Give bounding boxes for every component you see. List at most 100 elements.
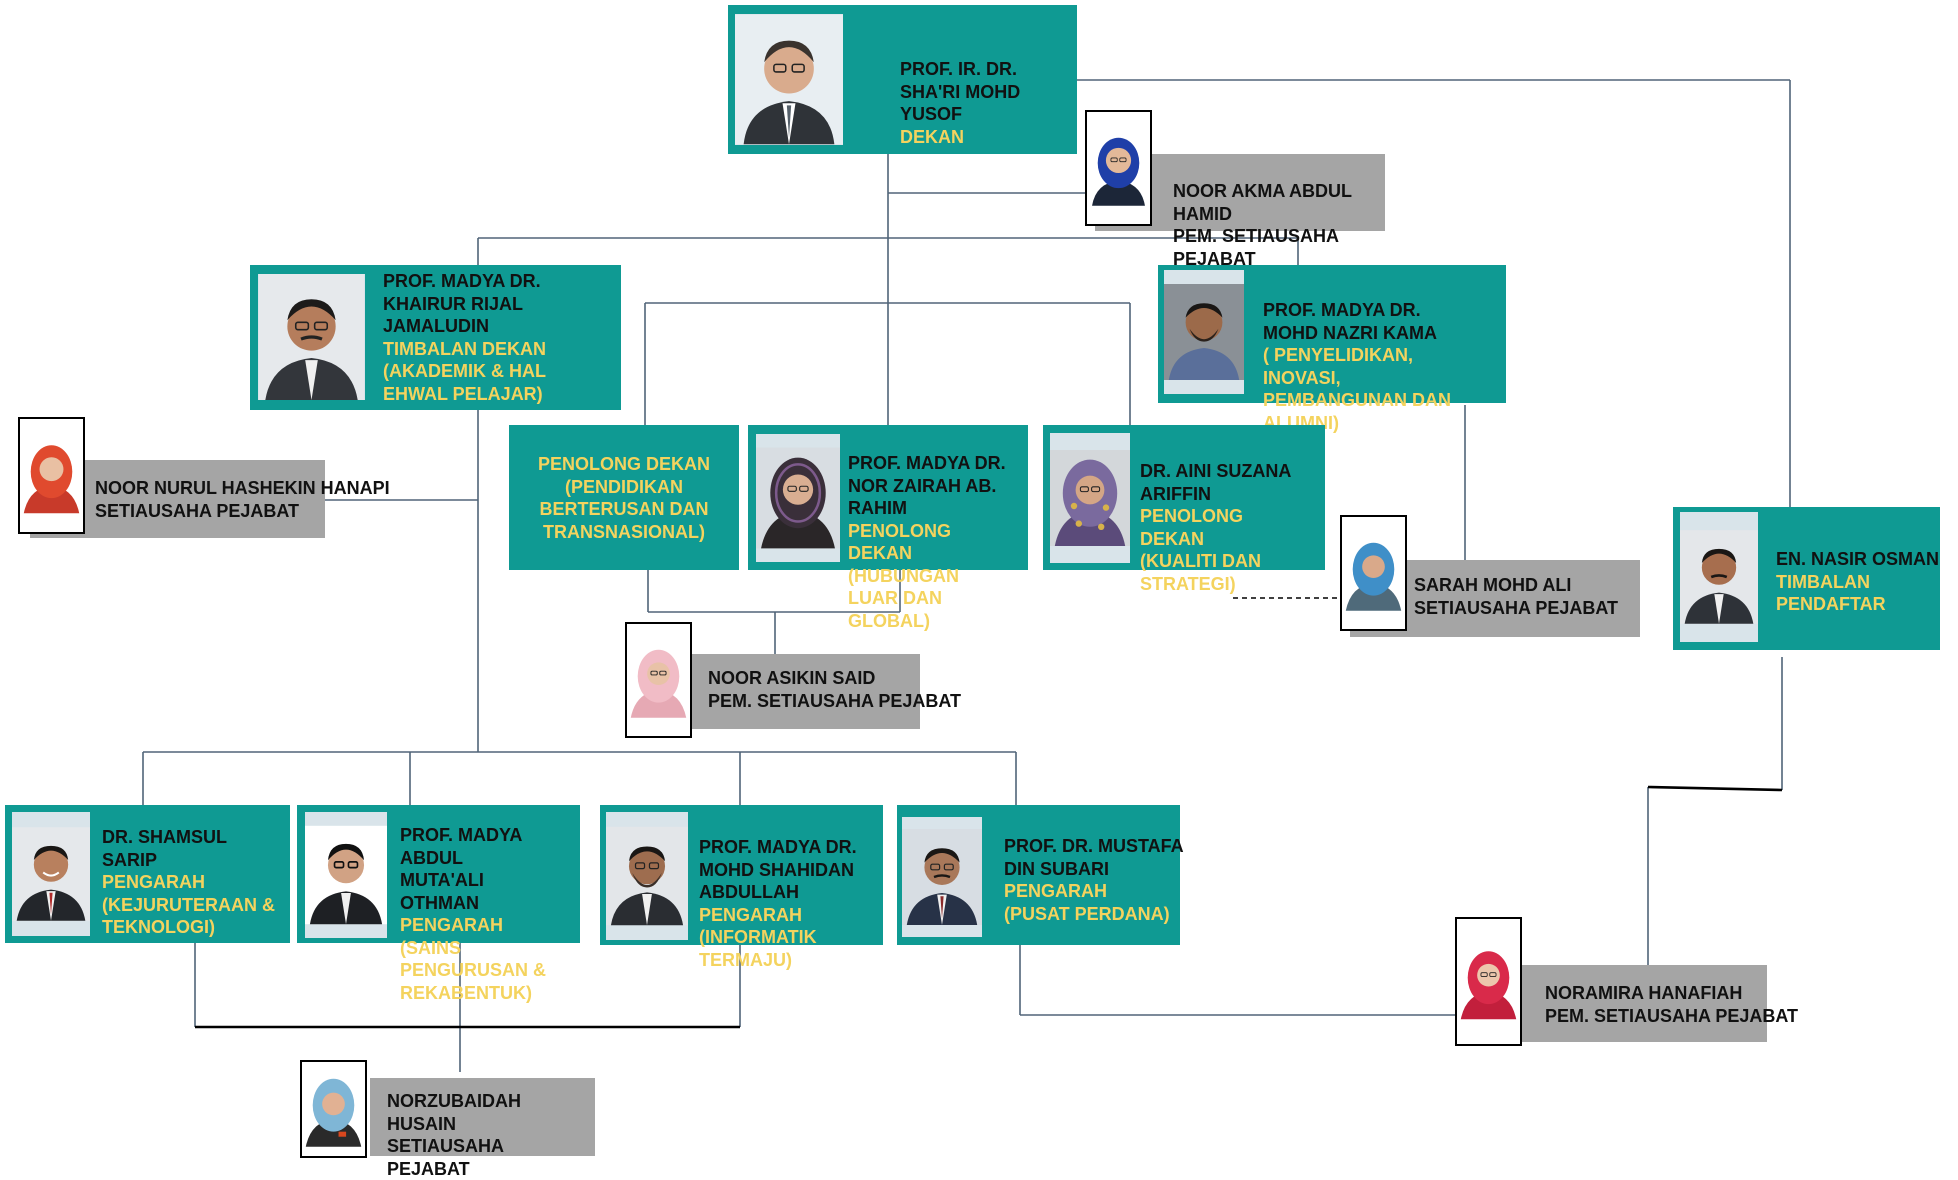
mutaali-role-line: PENGURUSAN & <box>400 959 546 982</box>
dean-name-line: PROF. IR. DR. <box>900 58 1020 81</box>
shamsul-role-line: PENGARAH <box>102 871 275 894</box>
zairah-role-line: (HUBUNGAN <box>848 565 1006 588</box>
mutaali-role-line: REKABENTUK) <box>400 982 546 1005</box>
shahidan-role-line: (INFORMATIK <box>699 926 857 949</box>
sarah-label: SARAH MOHD ALI SETIAUSAHA PEJABAT <box>1414 574 1618 619</box>
khairur-name-line: KHAIRUR RIJAL <box>383 293 546 316</box>
dean-name-line: SHA'RI MOHD <box>900 81 1020 104</box>
hashekin-photo <box>18 417 85 534</box>
mustafa-label: PROF. DR. MUSTAFA DIN SUBARI PENGARAH (P… <box>1004 835 1184 925</box>
khairur-role-line: (AKADEMIK & HAL <box>383 360 546 383</box>
shamsul-name-line: SARIP <box>102 849 275 872</box>
zairah-role-line: DEKAN <box>848 542 1006 565</box>
norzubaidah-role-line: PEJABAT <box>387 1158 521 1180</box>
noor-akma-name-line: HAMID <box>1173 203 1352 226</box>
mutaali-name-line: PROF. MADYA <box>400 824 546 847</box>
penolong-transnasional-label: PENOLONG DEKAN (PENDIDIKAN BERTERUSAN DA… <box>509 453 739 543</box>
shahidan-name-line: MOHD SHAHIDAN <box>699 859 857 882</box>
aini-photo <box>1050 433 1130 563</box>
nasir-photo <box>1680 512 1758 642</box>
aini-role-line: STRATEGI) <box>1140 573 1291 596</box>
shahidan-role-line: PENGARAH <box>699 904 857 927</box>
zairah-role-line: PENOLONG <box>848 520 1006 543</box>
penolong-transnasional-line: (PENDIDIKAN <box>509 476 739 499</box>
shamsul-role-line: TEKNOLOGI) <box>102 916 275 939</box>
noor-akma-label: NOOR AKMA ABDUL HAMID PEM. SETIAUSAHA PE… <box>1173 180 1352 270</box>
nasir-role-line: PENDAFTAR <box>1776 593 1939 616</box>
sarah-photo <box>1340 515 1407 631</box>
mutaali-role-line: (SAINS <box>400 937 546 960</box>
penolong-transnasional-line: BERTERUSAN DAN <box>509 498 739 521</box>
norzubaidah-name-line: HUSAIN <box>387 1113 521 1136</box>
norzubaidah-photo <box>300 1060 367 1158</box>
zairah-label: PROF. MADYA DR. NOR ZAIRAH AB. RAHIM PEN… <box>848 452 1006 632</box>
nazri-label: PROF. MADYA DR. MOHD NAZRI KAMA ( PENYEL… <box>1263 299 1451 434</box>
aini-role-line: PENOLONG <box>1140 505 1291 528</box>
norzubaidah-name-line: NORZUBAIDAH <box>387 1090 521 1113</box>
nasir-name-line: EN. NASIR OSMAN <box>1776 548 1939 571</box>
nasir-label: EN. NASIR OSMAN TIMBALAN PENDAFTAR <box>1776 548 1939 616</box>
khairur-name-line: PROF. MADYA DR. <box>383 270 546 293</box>
shahidan-name-line: ABDULLAH <box>699 881 857 904</box>
shamsul-label: DR. SHAMSUL SARIP PENGARAH (KEJURUTERAAN… <box>102 826 275 939</box>
zairah-name-line: RAHIM <box>848 497 1006 520</box>
zairah-role-line: GLOBAL) <box>848 610 1006 633</box>
mutaali-role-line: PENGARAH <box>400 914 546 937</box>
penolong-transnasional-line: PENOLONG DEKAN <box>509 453 739 476</box>
shahidan-label: PROF. MADYA DR. MOHD SHAHIDAN ABDULLAH P… <box>699 836 857 971</box>
sarah-name-line: SARAH MOHD ALI <box>1414 574 1618 597</box>
asikin-label: NOOR ASIKIN SAID PEM. SETIAUSAHA PEJABAT <box>708 667 961 712</box>
khairur-label: PROF. MADYA DR. KHAIRUR RIJAL JAMALUDIN … <box>383 270 546 405</box>
dean-role-line: DEKAN <box>900 126 1020 149</box>
zairah-name-line: NOR ZAIRAH AB. <box>848 475 1006 498</box>
aini-role-line: DEKAN <box>1140 528 1291 551</box>
sarah-role-line: SETIAUSAHA PEJABAT <box>1414 597 1618 620</box>
khairur-role-line: TIMBALAN DEKAN <box>383 338 546 361</box>
shamsul-role-line: (KEJURUTERAAN & <box>102 894 275 917</box>
noor-akma-role-line: PEM. SETIAUSAHA <box>1173 225 1352 248</box>
norzubaidah-label: NORZUBAIDAH HUSAIN SETIAUSAHA PEJABAT <box>387 1090 521 1180</box>
hashekin-role-line: SETIAUSAHA PEJABAT <box>95 500 390 523</box>
zairah-role-line: LUAR DAN <box>848 587 1006 610</box>
aini-role-line: (KUALITI DAN <box>1140 550 1291 573</box>
mutaali-label: PROF. MADYA ABDUL MUTA'ALI OTHMAN PENGAR… <box>400 824 546 1004</box>
norzubaidah-role-line: SETIAUSAHA <box>387 1135 521 1158</box>
mustafa-photo <box>902 817 982 937</box>
aini-name-line: ARIFFIN <box>1140 483 1291 506</box>
noramira-role-line: PEM. SETIAUSAHA PEJABAT <box>1545 1005 1798 1028</box>
aini-name-line: DR. AINI SUZANA <box>1140 460 1291 483</box>
nasir-role-line: TIMBALAN <box>1776 571 1939 594</box>
shahidan-name-line: PROF. MADYA DR. <box>699 836 857 859</box>
mutaali-photo <box>305 812 387 938</box>
nazri-photo <box>1164 270 1244 394</box>
noramira-name-line: NORAMIRA HANAFIAH <box>1545 982 1798 1005</box>
zairah-name-line: PROF. MADYA DR. <box>848 452 1006 475</box>
mutaali-name-line: MUTA'ALI <box>400 869 546 892</box>
asikin-role-line: PEM. SETIAUSAHA PEJABAT <box>708 690 961 713</box>
nazri-role-line: ( PENYELIDIKAN, <box>1263 344 1451 367</box>
shamsul-photo <box>12 812 90 936</box>
nazri-role-line: PEMBANGUNAN DAN <box>1263 389 1451 412</box>
khairur-name-line: JAMALUDIN <box>383 315 546 338</box>
noramira-photo <box>1455 917 1522 1046</box>
penolong-transnasional-line: TRANSNASIONAL) <box>509 521 739 544</box>
hashekin-name-line: NOOR NURUL HASHEKIN HANAPI <box>95 477 390 500</box>
khairur-role-line: EHWAL PELAJAR) <box>383 383 546 406</box>
dean-label: PROF. IR. DR. SHA'RI MOHD YUSOF DEKAN <box>900 58 1020 148</box>
noramira-label: NORAMIRA HANAFIAH PEM. SETIAUSAHA PEJABA… <box>1545 982 1798 1027</box>
shamsul-name-line: DR. SHAMSUL <box>102 826 275 849</box>
shahidan-photo <box>606 812 688 940</box>
noor-akma-photo <box>1085 110 1152 226</box>
mustafa-name-line: PROF. DR. MUSTAFA <box>1004 835 1184 858</box>
mustafa-name-line: DIN SUBARI <box>1004 858 1184 881</box>
nazri-name-line: MOHD NAZRI KAMA <box>1263 322 1451 345</box>
asikin-name-line: NOOR ASIKIN SAID <box>708 667 961 690</box>
mutaali-name-line: OTHMAN <box>400 892 546 915</box>
mustafa-role-line: (PUSAT PERDANA) <box>1004 903 1184 926</box>
hashekin-label: NOOR NURUL HASHEKIN HANAPI SETIAUSAHA PE… <box>95 477 390 522</box>
noor-akma-name-line: NOOR AKMA ABDUL <box>1173 180 1352 203</box>
dean-photo <box>735 14 843 145</box>
zairah-photo <box>756 434 840 562</box>
asikin-photo <box>625 622 692 738</box>
dean-name-line: YUSOF <box>900 103 1020 126</box>
